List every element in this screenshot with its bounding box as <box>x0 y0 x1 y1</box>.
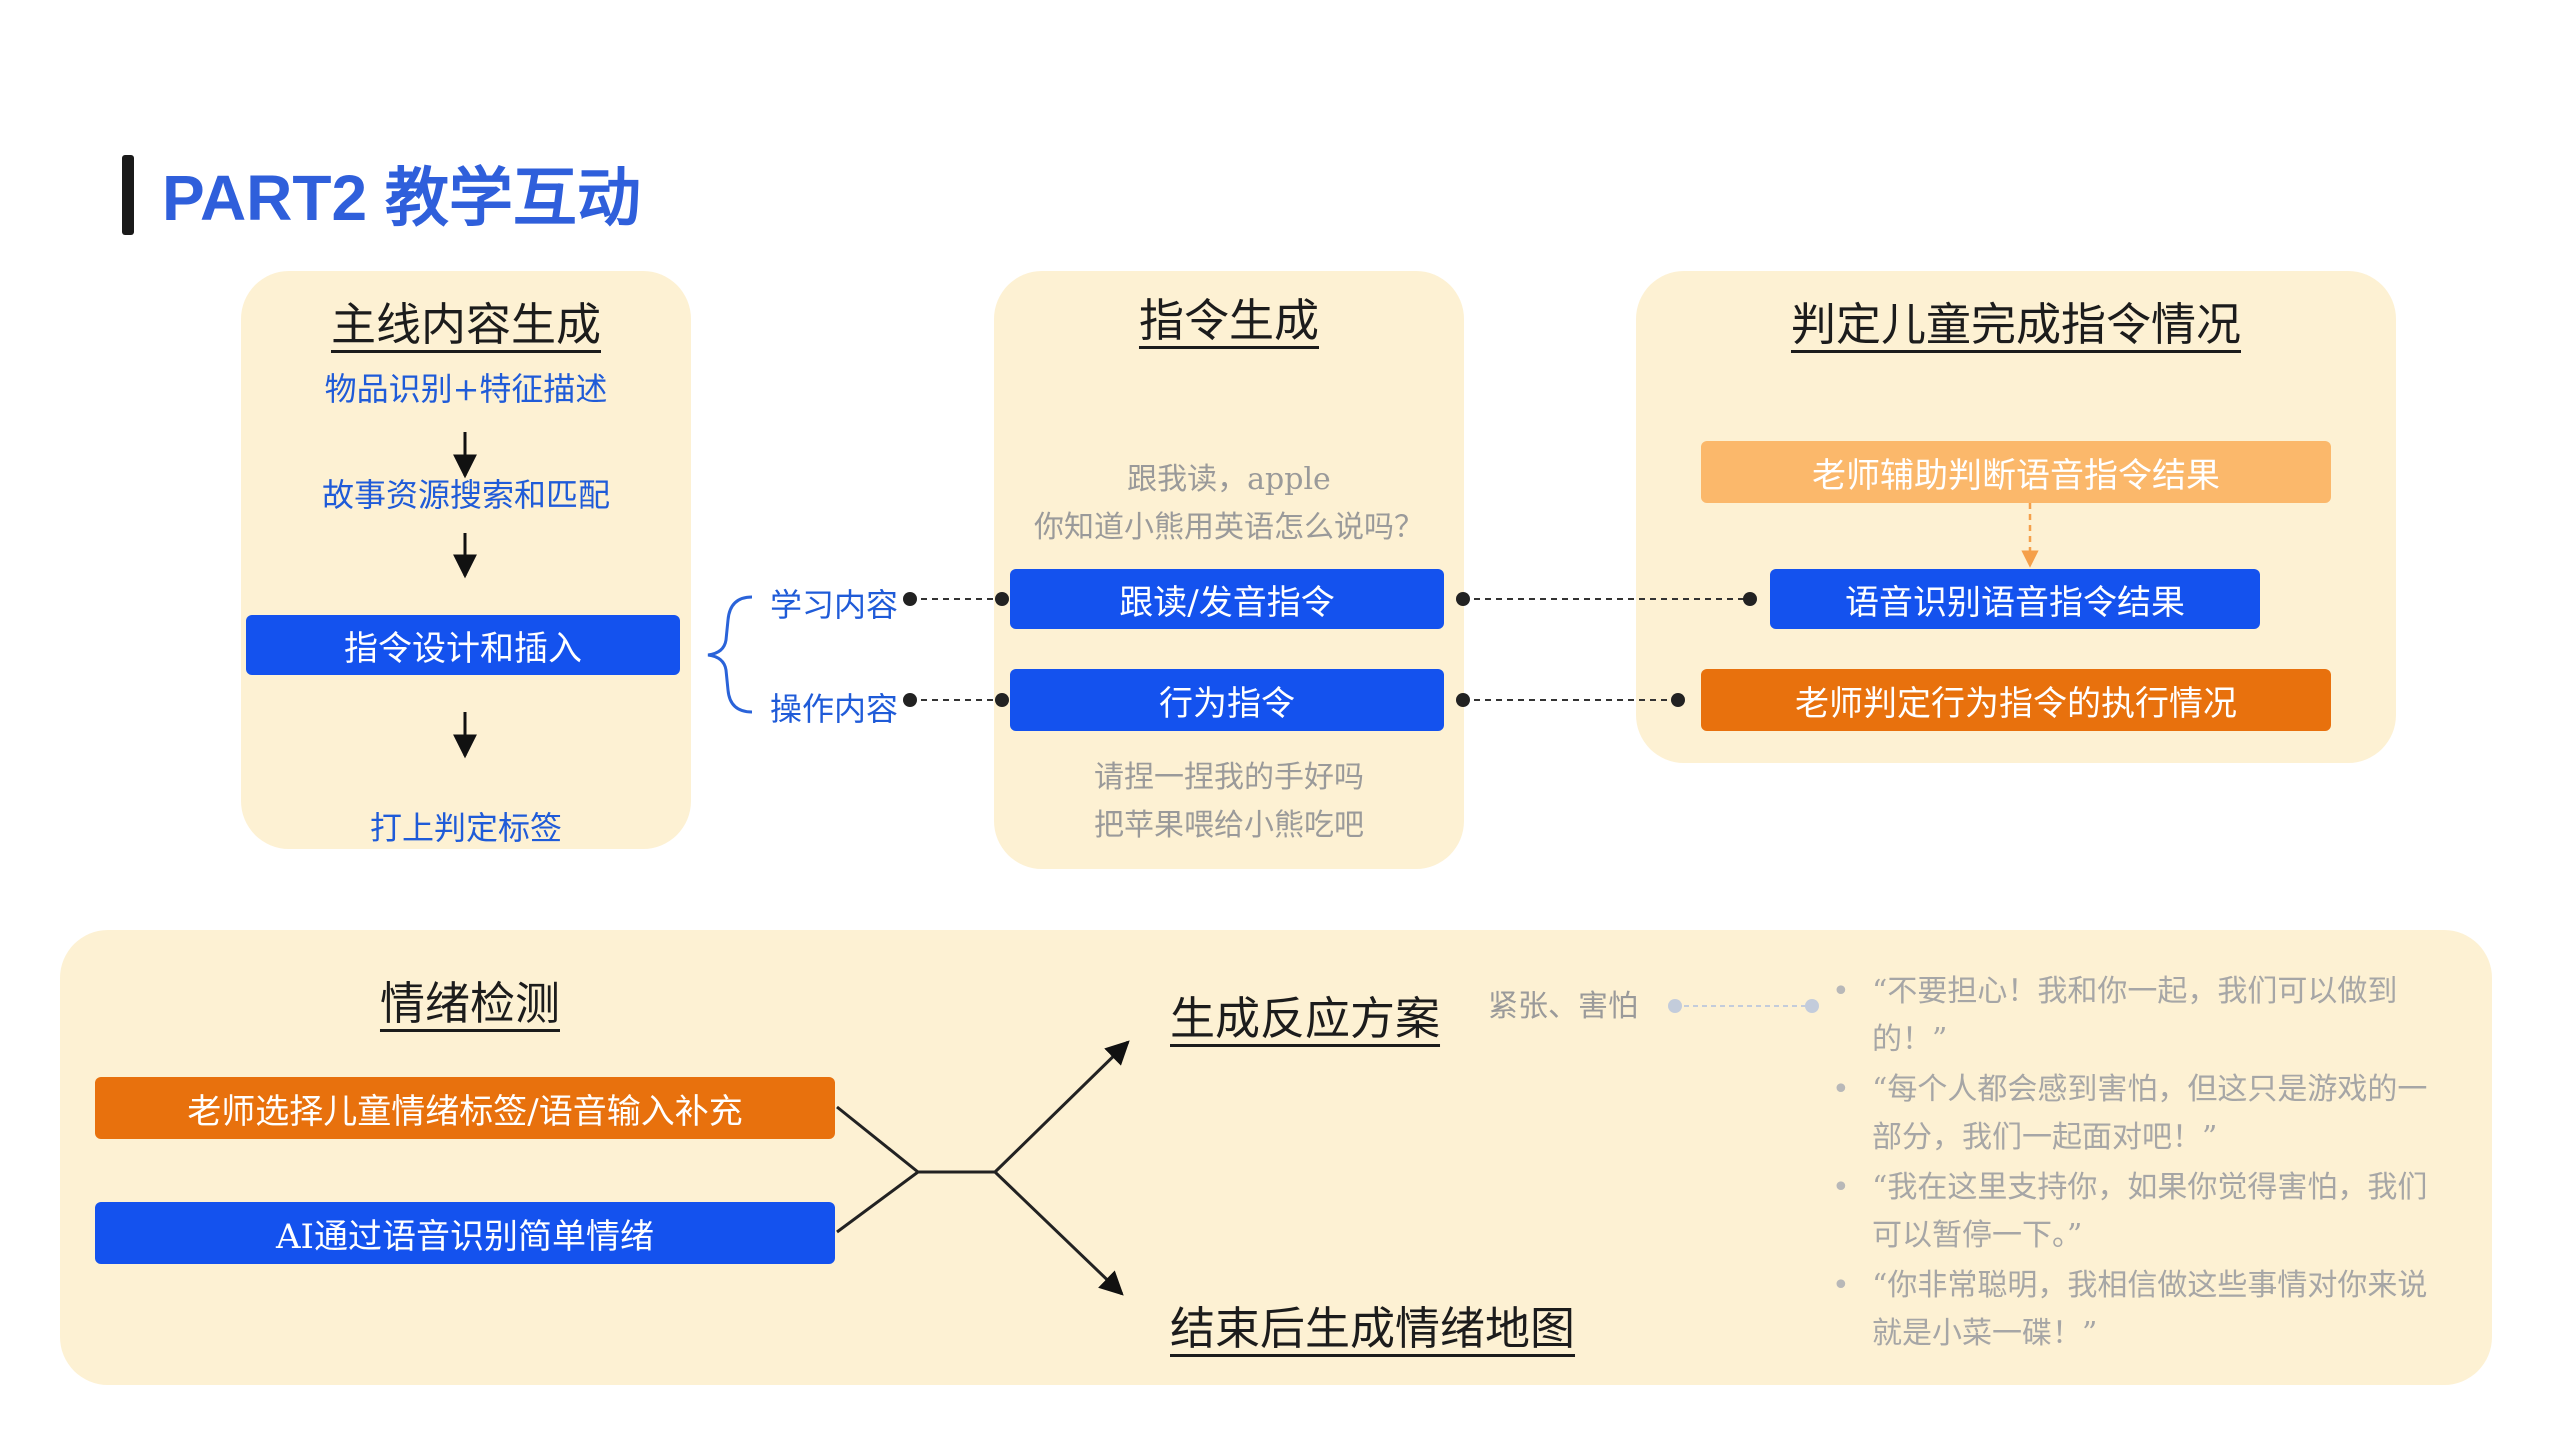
response-plan-heading: 生成反应方案 <box>1170 992 1441 1045</box>
judge-heading: 判定儿童完成指令情况 <box>1790 298 2241 351</box>
ai-detect-box: AI通过语音识别简单情绪 <box>95 1202 835 1264</box>
example-bottom-2: 把苹果喂给小熊吃吧 <box>1094 808 1364 843</box>
page-title: PART2 教学互动 <box>162 162 641 234</box>
list-item: “你非常聪明，我相信做这些事情对你来说就是小菜一碟！” <box>1832 1262 2452 1358</box>
instruction-design-box: 指令设计和插入 <box>246 615 680 675</box>
main-content-heading: 主线内容生成 <box>330 298 601 351</box>
example-bottom-1: 请捏一捏我的手好吗 <box>1094 760 1364 795</box>
instruction-heading: 指令生成 <box>1138 294 1319 347</box>
list-item: “不要担心！我和你一起，我们可以做到的！” <box>1832 968 2452 1064</box>
example-top-1: 跟我读，apple <box>1127 462 1331 497</box>
arrow-to-emotion-map <box>993 1170 1124 1296</box>
arrow-to-response <box>993 1040 1130 1174</box>
step-tagging: 打上判定标签 <box>369 809 562 847</box>
emotion-map-heading: 结束后生成情绪地图 <box>1170 1302 1576 1355</box>
teacher-assist-box: 老师辅助判断语音指令结果 <box>1701 441 2331 503</box>
teacher-behavior-box: 老师判定行为指令的执行情况 <box>1701 669 2331 731</box>
response-list: “不要担心！我和你一起，我们可以做到的！” “每个人都会感到害怕，但这只是游戏的… <box>1832 968 2452 1360</box>
follow-read-box: 跟读/发音指令 <box>1010 569 1444 629</box>
branch-learning: 学习内容 <box>770 586 899 624</box>
teacher-select-box: 老师选择儿童情绪标签/语音输入补充 <box>95 1077 835 1139</box>
behavior-box: 行为指令 <box>1010 669 1444 731</box>
step-object-recognition: 物品识别+特征描述 <box>324 370 608 408</box>
speech-result-box: 语音识别语音指令结果 <box>1770 569 2260 629</box>
branch-operation: 操作内容 <box>770 690 899 728</box>
emotion-heading: 情绪检测 <box>379 977 560 1030</box>
title-accent-bar <box>122 155 134 235</box>
emotion-tag: 紧张、害怕 <box>1488 989 1638 1024</box>
branch-brace <box>707 595 753 714</box>
list-item: “我在这里支持你，如果你觉得害怕，我们可以暂停一下。” <box>1832 1164 2452 1260</box>
step-story-search: 故事资源搜索和匹配 <box>321 476 610 514</box>
list-item: “每个人都会感到害怕，但这只是游戏的一部分，我们一起面对吧！” <box>1832 1066 2452 1162</box>
example-top-2: 你知道小熊用英语怎么说吗？ <box>1034 510 1424 545</box>
